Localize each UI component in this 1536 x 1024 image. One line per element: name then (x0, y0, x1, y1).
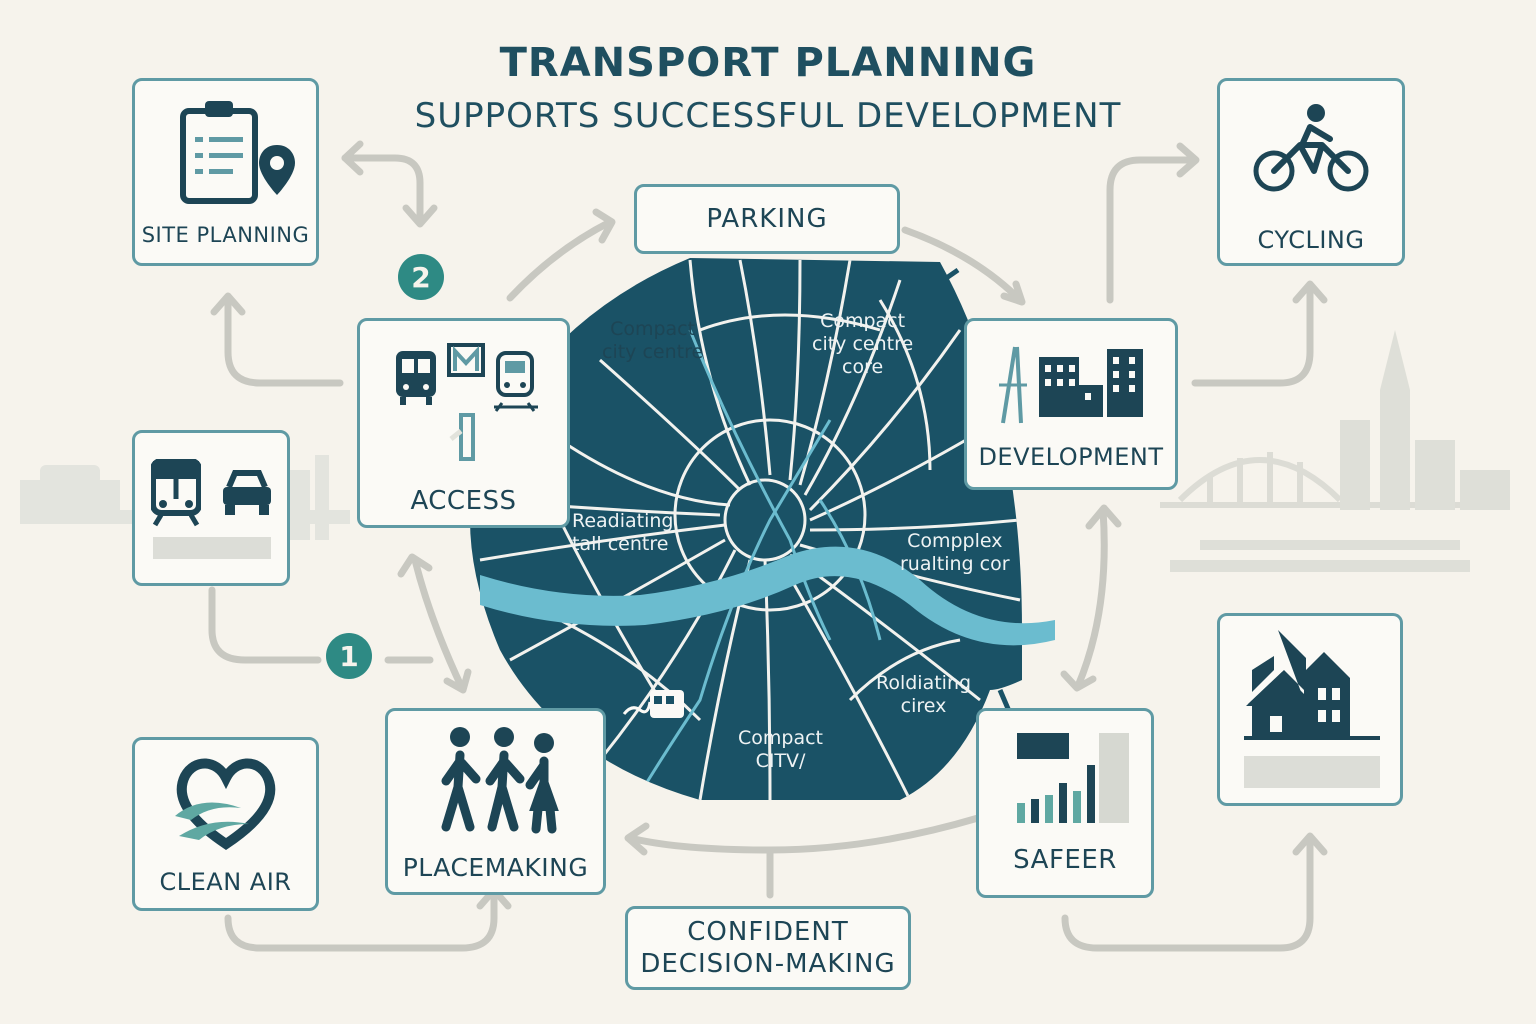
card-clean-air[interactable]: CLEAN AIR (132, 737, 319, 911)
bicycle-icon (1253, 104, 1369, 192)
bar-chart-icon (1017, 733, 1129, 823)
development-label: DEVELOPMENT (978, 443, 1164, 471)
card-cycling[interactable]: CYCLING (1217, 78, 1405, 266)
cycling-label: CYCLING (1257, 226, 1365, 254)
houses-icon (1244, 630, 1380, 740)
card-housing[interactable] (1217, 613, 1403, 806)
car-icon (223, 470, 271, 515)
site-planning-label: SITE PLANNING (141, 223, 310, 247)
confident-decision-making-label: CONFIDENT DECISION-MAKING (628, 909, 908, 987)
card-site-planning[interactable]: SITE PLANNING (132, 78, 319, 266)
map-label-compact-city-centre-core: Compact city centre core (812, 310, 914, 378)
clean-air-label: CLEAN AIR (159, 868, 292, 896)
step-badge-2: 2 (398, 254, 444, 300)
card-transit[interactable] (132, 430, 290, 586)
page-subtitle: SUPPORTS SUCCESSFUL DEVELOPMENT (414, 96, 1122, 136)
connector-arrows (208, 154, 1314, 952)
tram-icon (494, 351, 538, 412)
step-badge-1: 1 (326, 633, 372, 679)
placemaking-label: PLACEMAKING (402, 853, 589, 882)
map-label-compact-city-centre: Compact city centre (602, 318, 704, 363)
map-label-compact-citv: Compact CITV/ (738, 727, 823, 772)
ground-bar (1244, 756, 1380, 788)
city-map (470, 258, 1055, 800)
heart-leaf-icon (175, 758, 276, 851)
map-bus-icon (622, 690, 684, 718)
card-development[interactable]: DEVELOPMENT (964, 318, 1178, 490)
bus-icon (396, 351, 436, 405)
confident-line2: DECISION-MAKING (640, 949, 896, 979)
arrow-heads (210, 140, 1328, 910)
card-placemaking[interactable]: PLACEMAKING (385, 708, 606, 895)
card-safer[interactable]: SAFEER (976, 708, 1154, 898)
card-parking[interactable]: PARKING (634, 184, 900, 254)
map-pin-icon (259, 145, 295, 195)
page-title: TRANSPORT PLANNING (499, 40, 1037, 86)
safer-label: SAFEER (1013, 845, 1117, 875)
metro-icon (447, 343, 485, 461)
map-label-roldiating-cirex: Roldiating cirex (876, 672, 972, 717)
card-confident-decision-making[interactable]: CONFIDENT DECISION-MAKING (625, 906, 911, 990)
road-icon (999, 346, 1027, 424)
bus-icon (151, 459, 201, 527)
map-label-readiating-tall-centre: Readiating tall centre (572, 510, 674, 555)
ground-bar (153, 537, 271, 559)
parking-label: PARKING (706, 203, 828, 234)
skyline-right-icon (1170, 330, 1510, 572)
map-label-compplex-rualting-cor: Compplex rualting cor (900, 530, 1010, 575)
confident-line1: CONFIDENT (687, 916, 849, 947)
clipboard-icon (180, 101, 258, 204)
access-label: ACCESS (410, 486, 517, 516)
pedestrians-icon (441, 727, 559, 834)
card-access[interactable]: ACCESS (357, 318, 570, 528)
buildings-icon (1039, 349, 1143, 417)
